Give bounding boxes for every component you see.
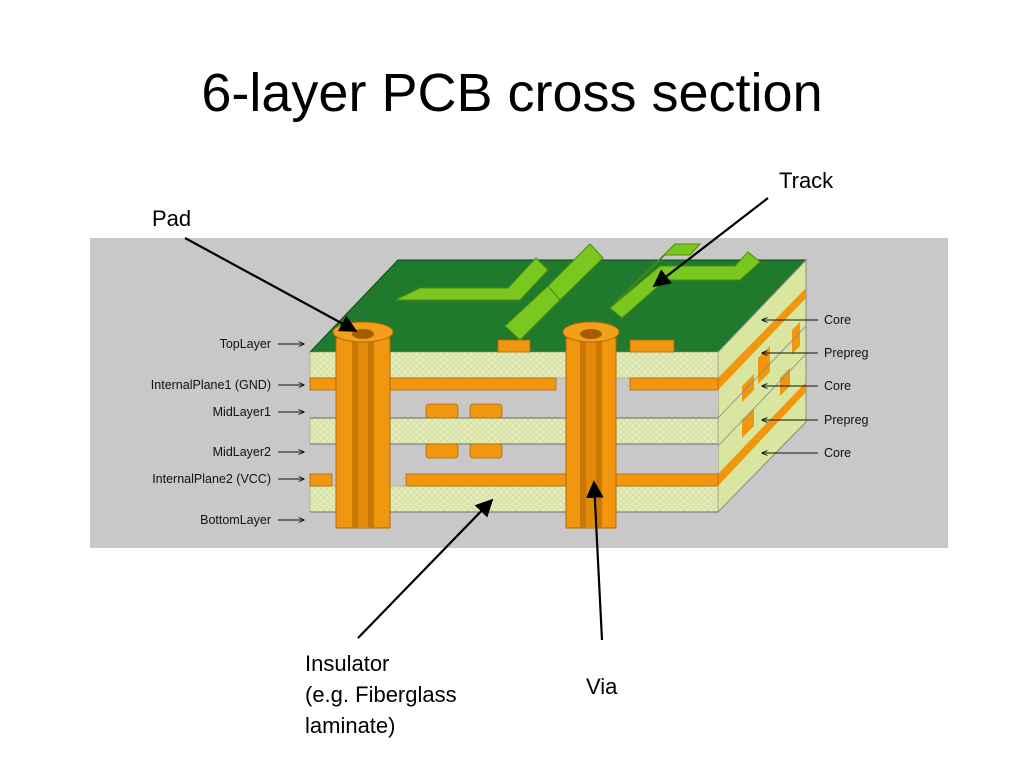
via-callout: Via: [586, 674, 618, 699]
right-label-arrows: [762, 320, 818, 453]
insulator-callout: Insulator (e.g. Fiberglass laminate): [305, 648, 457, 741]
right-layer-labels: Core Prepreg Core Prepreg Core: [824, 313, 869, 460]
midlayer-pads: [425, 403, 503, 459]
insulator-line-1: Insulator: [305, 651, 390, 676]
callout-arrows: [184, 197, 769, 641]
label-core-2: Core: [824, 379, 851, 393]
via-left: [332, 321, 394, 529]
label-toplayer: TopLayer: [220, 337, 271, 351]
left-label-arrows: [278, 344, 304, 520]
track-arrow: [652, 197, 769, 288]
label-internalplane1: InternalPlane1 (GND): [151, 378, 271, 392]
left-layer-labels: TopLayer InternalPlane1 (GND) MidLayer1 …: [151, 337, 271, 527]
label-prepreg-2: Prepreg: [824, 413, 869, 427]
via-arrow: [586, 480, 604, 641]
top-tracks: [394, 243, 761, 341]
label-core-3: Core: [824, 446, 851, 460]
internal-planes: [309, 377, 719, 487]
page-title: 6-layer PCB cross section: [201, 63, 823, 123]
pad-callout: Pad: [152, 206, 192, 231]
label-prepreg-1: Prepreg: [824, 346, 869, 360]
label-internalplane2: InternalPlane2 (VCC): [152, 472, 271, 486]
track-callout: Track: [779, 168, 834, 193]
insulator-arrow: [357, 498, 494, 639]
label-midlayer2: MidLayer2: [213, 445, 271, 459]
pad-arrow: [184, 237, 358, 332]
label-core-1: Core: [824, 313, 851, 327]
label-bottomlayer: BottomLayer: [200, 513, 271, 527]
label-midlayer1: MidLayer1: [213, 405, 271, 419]
insulator-line-3: laminate): [305, 713, 396, 738]
via-right: [562, 321, 620, 529]
insulator-line-2: (e.g. Fiberglass: [305, 682, 457, 707]
